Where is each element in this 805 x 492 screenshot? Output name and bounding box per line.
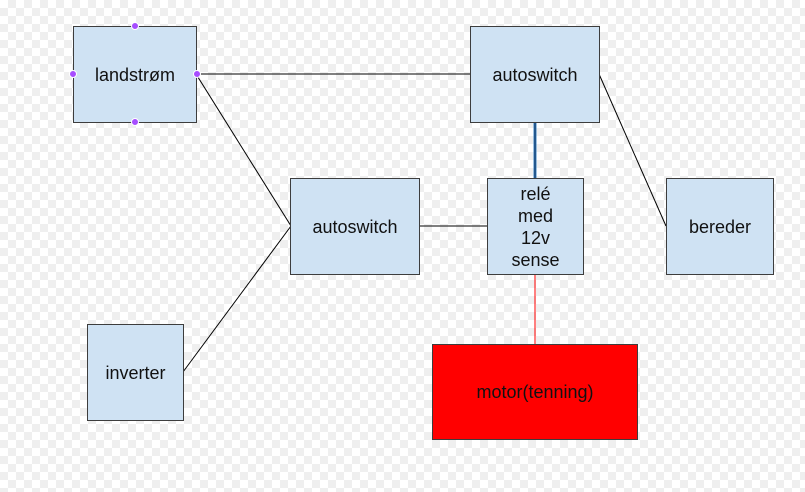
- autoswitch-mid-label: autoswitch: [312, 216, 398, 237]
- landstrom-label: landstrøm: [94, 64, 175, 85]
- selection-handle-right[interactable]: [193, 70, 201, 78]
- selection-handle-left[interactable]: [69, 70, 77, 78]
- autoswitch-mid-node[interactable]: autoswitch: [290, 178, 420, 275]
- motor-node[interactable]: motor(tenning): [432, 344, 638, 440]
- bereder-node[interactable]: bereder: [666, 178, 774, 275]
- wire-inverter-autoswitch-mid[interactable]: [182, 225, 292, 373]
- selection-handle-bottom[interactable]: [131, 118, 139, 126]
- wire-autoswitch-top-bereder[interactable]: [598, 73, 667, 227]
- selection-handle-top[interactable]: [131, 22, 139, 30]
- rele-label: relé med 12v sense: [511, 183, 560, 270]
- motor-label: motor(tenning): [476, 382, 594, 402]
- bereder-label: bereder: [688, 216, 752, 237]
- inverter-node[interactable]: inverter: [87, 324, 184, 421]
- landstrom-node[interactable]: landstrøm: [73, 26, 197, 123]
- wire-landstrom-autoswitch-mid[interactable]: [195, 73, 292, 227]
- autoswitch-top-label: autoswitch: [492, 64, 578, 85]
- autoswitch-top-node[interactable]: autoswitch: [470, 26, 600, 123]
- rele-node[interactable]: relé med 12v sense: [487, 178, 584, 275]
- inverter-label: inverter: [105, 362, 166, 383]
